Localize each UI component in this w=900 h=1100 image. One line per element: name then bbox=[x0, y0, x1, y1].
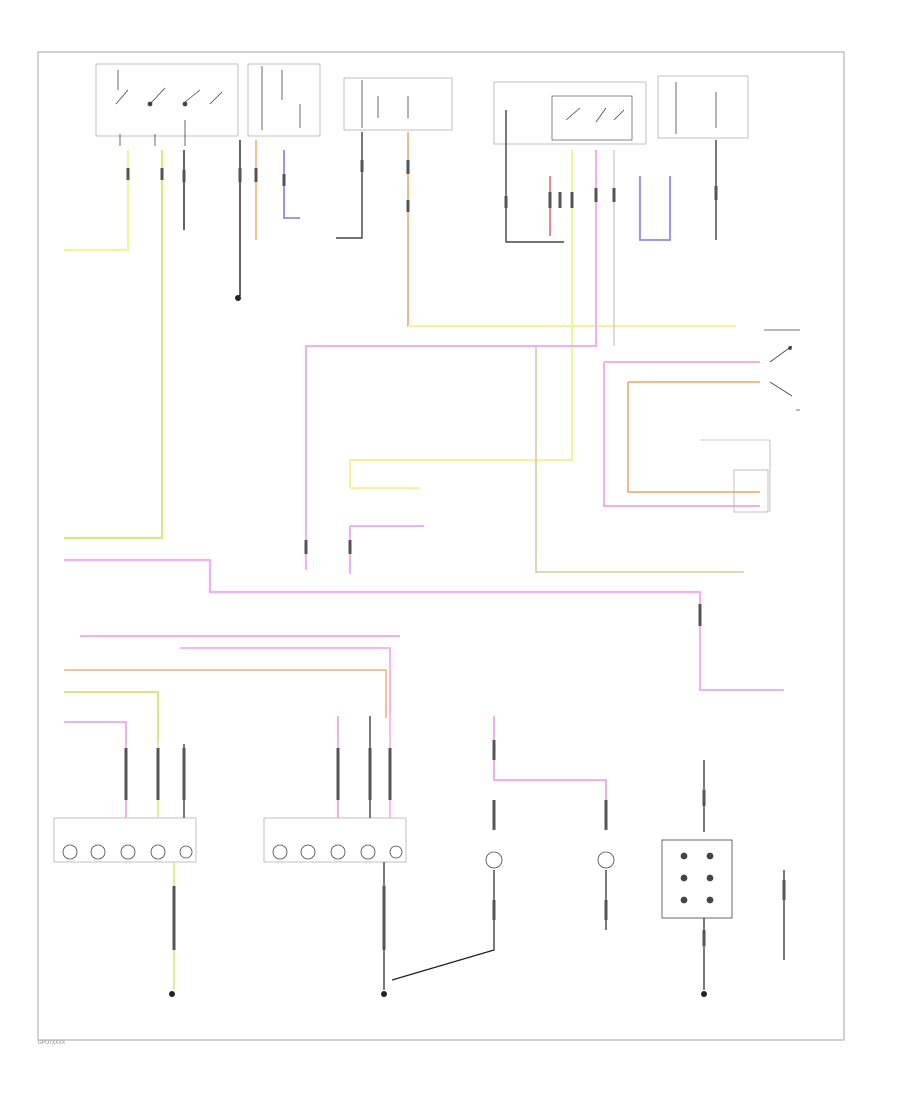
wire-pink-trailer bbox=[699, 600, 784, 691]
wire-yellow-green-bottom bbox=[64, 691, 159, 740]
wire-black-relay-1 bbox=[505, 110, 564, 243]
right-rear-lamps bbox=[53, 817, 197, 863]
license-lamp-right bbox=[597, 851, 615, 869]
connector-marks-tc bbox=[360, 160, 410, 212]
connector-marks-bl bbox=[124, 748, 392, 950]
wire-blue-relay bbox=[639, 176, 671, 241]
connector-marks-br bbox=[698, 604, 786, 946]
connector-marks-tr bbox=[504, 186, 718, 208]
connector-marks-mid bbox=[304, 540, 352, 554]
relay-box bbox=[493, 81, 647, 145]
brake-switch bbox=[764, 329, 800, 411]
module-box-right bbox=[700, 439, 771, 513]
fuse-box-center bbox=[343, 77, 453, 131]
wire-tan-mid bbox=[535, 346, 744, 573]
headlamp-switch bbox=[95, 63, 239, 146]
fuse-box-left bbox=[247, 63, 321, 137]
ground-g4 bbox=[701, 991, 707, 997]
wire-orange-bottom bbox=[64, 669, 387, 718]
wire-black-center bbox=[336, 132, 363, 239]
wire-black-license bbox=[391, 870, 607, 981]
ground-g1 bbox=[235, 295, 241, 301]
wire-orange-mid bbox=[627, 381, 760, 493]
wire-violet-mid-2 bbox=[603, 362, 760, 507]
wire-yellow-green-main bbox=[64, 150, 164, 540]
license-lamp-left bbox=[485, 851, 503, 869]
wire-blue-a bbox=[283, 150, 300, 219]
wire-violet-relay bbox=[305, 150, 597, 570]
ground-g3 bbox=[381, 991, 387, 997]
left-rear-lamps bbox=[263, 817, 407, 863]
wire-yellow-left bbox=[64, 150, 130, 252]
wire-pink-mid-left bbox=[349, 525, 424, 574]
connector-marks-tl bbox=[126, 168, 286, 186]
wire-pink-bus bbox=[64, 558, 702, 600]
figure-code: GPO7XXXX bbox=[38, 1040, 66, 1046]
connector-marks-bc bbox=[492, 740, 608, 920]
trailer-connector bbox=[661, 839, 733, 919]
wire-pink-bottom bbox=[64, 721, 127, 740]
wire-yellow-relay bbox=[349, 150, 573, 488]
lamp-feed-wires bbox=[125, 712, 391, 990]
wire-pink-rear-2 bbox=[180, 647, 391, 712]
wire-orange-center bbox=[407, 132, 720, 327]
wire-black-trailer-2 bbox=[703, 870, 785, 990]
diagram-frame bbox=[37, 51, 845, 1041]
ground-g2 bbox=[169, 991, 175, 997]
wire-pink-license bbox=[493, 716, 607, 830]
fuse-box-right bbox=[657, 75, 749, 139]
